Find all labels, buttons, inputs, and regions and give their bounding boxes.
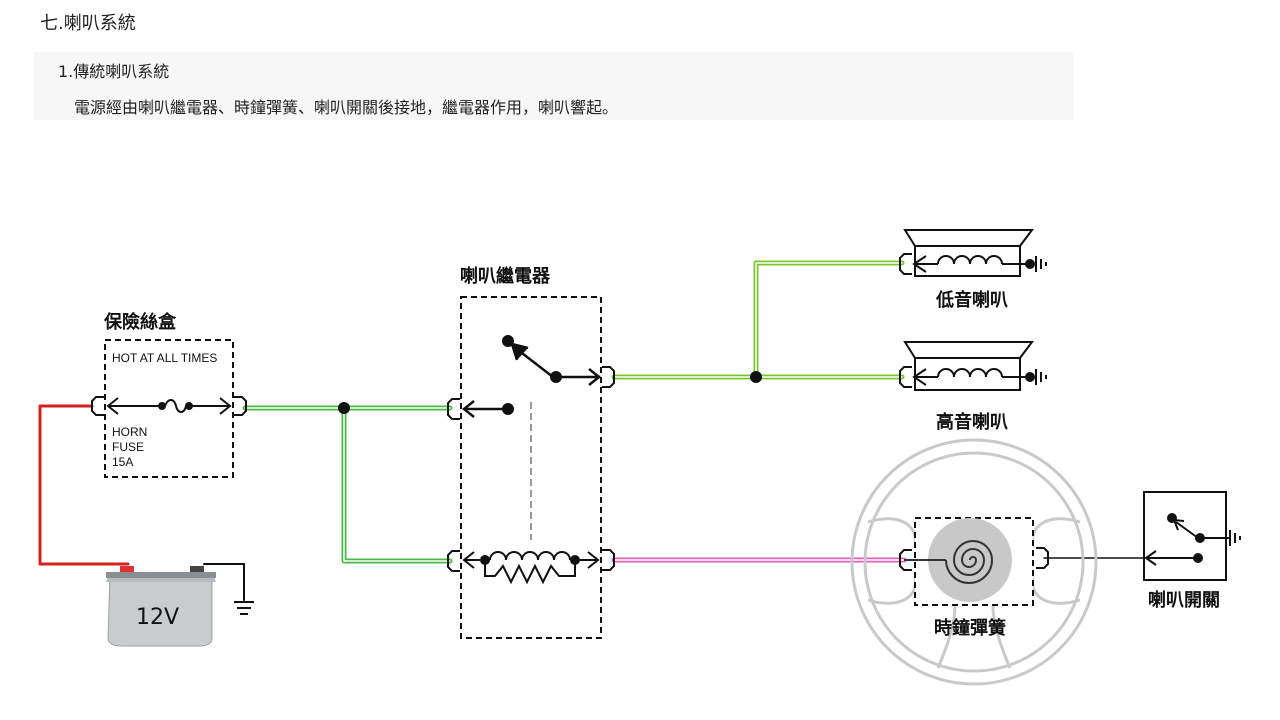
battery-voltage-label: 12V bbox=[136, 605, 179, 630]
fuse-symbol bbox=[106, 397, 232, 415]
battery: 12V bbox=[106, 566, 216, 647]
fuse-connector-left bbox=[91, 396, 104, 416]
low-horn: 低音喇叭 bbox=[899, 229, 1047, 311]
fuse-label-rating: 15A bbox=[112, 455, 133, 469]
steering-wheel bbox=[850, 438, 1098, 686]
relay-connector-out-bottom bbox=[602, 549, 615, 571]
relay-connector-in-bottom bbox=[447, 550, 460, 572]
relay-connector-out-top bbox=[602, 366, 615, 388]
horn-relay: 喇叭繼電器 bbox=[447, 265, 615, 639]
description-band bbox=[34, 52, 1074, 120]
junction-dot-fuse bbox=[338, 402, 350, 414]
fuse-connector-right bbox=[234, 396, 247, 416]
fuse-box: 保險絲盒 HOT AT ALL TIMES HORN FUSE 15A bbox=[91, 311, 247, 478]
horn-switch-label: 喇叭開關 bbox=[1148, 590, 1220, 611]
fuse-label-fuse: FUSE bbox=[112, 440, 144, 454]
horn-feed-wire bbox=[611, 260, 905, 380]
relay-coil bbox=[462, 551, 600, 585]
clock-spring-coil bbox=[945, 540, 994, 584]
clock-spring-label: 時鐘彈簧 bbox=[934, 617, 1006, 639]
hot-at-all-times-label: HOT AT ALL TIMES bbox=[112, 351, 217, 365]
section-heading: 七.喇叭系統 bbox=[40, 13, 136, 34]
relay-feed-wire bbox=[242, 405, 453, 564]
high-horn-label: 高音喇叭 bbox=[936, 411, 1008, 433]
junction-dot-horns bbox=[750, 371, 762, 383]
fuse-box-title: 保險絲盒 bbox=[103, 311, 177, 333]
power-wire bbox=[38, 404, 130, 566]
horn-switch: 喇叭開關 bbox=[1143, 491, 1241, 611]
relay-title: 喇叭繼電器 bbox=[460, 265, 551, 287]
fuse-label-horn: HORN bbox=[112, 425, 147, 439]
battery-ground-symbol bbox=[234, 601, 254, 615]
relay-connector-in-top bbox=[447, 398, 460, 420]
subsection-heading: 1.傳統喇叭系統 bbox=[58, 62, 170, 81]
description-text: 電源經由喇叭繼電器、時鐘彈簧、喇叭開關後接地，繼電器作用，喇叭響起。 bbox=[74, 98, 619, 117]
low-horn-label: 低音喇叭 bbox=[935, 289, 1008, 311]
relay-switch bbox=[461, 335, 602, 418]
clock-spring: 時鐘彈簧 bbox=[899, 517, 1049, 639]
high-horn: 高音喇叭 bbox=[899, 341, 1047, 433]
